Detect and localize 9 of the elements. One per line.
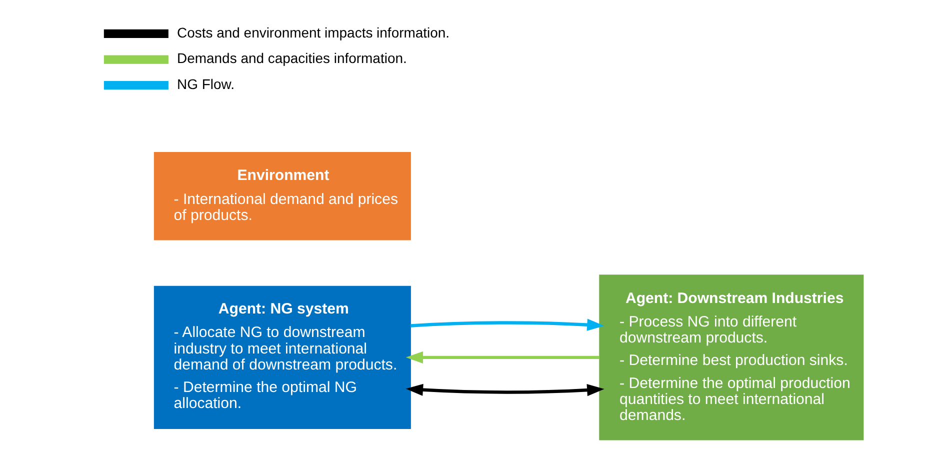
legend-label: NG Flow.	[176, 76, 234, 92]
arrow	[405, 383, 604, 396]
node-box: Agent: Downstream Industries - Process NG into different downstream products. - Determine best production sinks. - Determine the optimal production quantities to meet international demands.	[598, 274, 864, 440]
legend-label: Demands and capacities information.	[176, 50, 406, 66]
node-box: Environment - International demand and prices of products.	[153, 152, 410, 240]
arrow	[410, 318, 604, 330]
node-box: Agent: NG system - Allocate NG to downstream industry to meet international demand of downstream products. - Determine the optimal NG allocation.	[153, 285, 410, 428]
legend-label: Costs and environment impacts information.	[176, 24, 450, 40]
arrow	[405, 350, 599, 363]
